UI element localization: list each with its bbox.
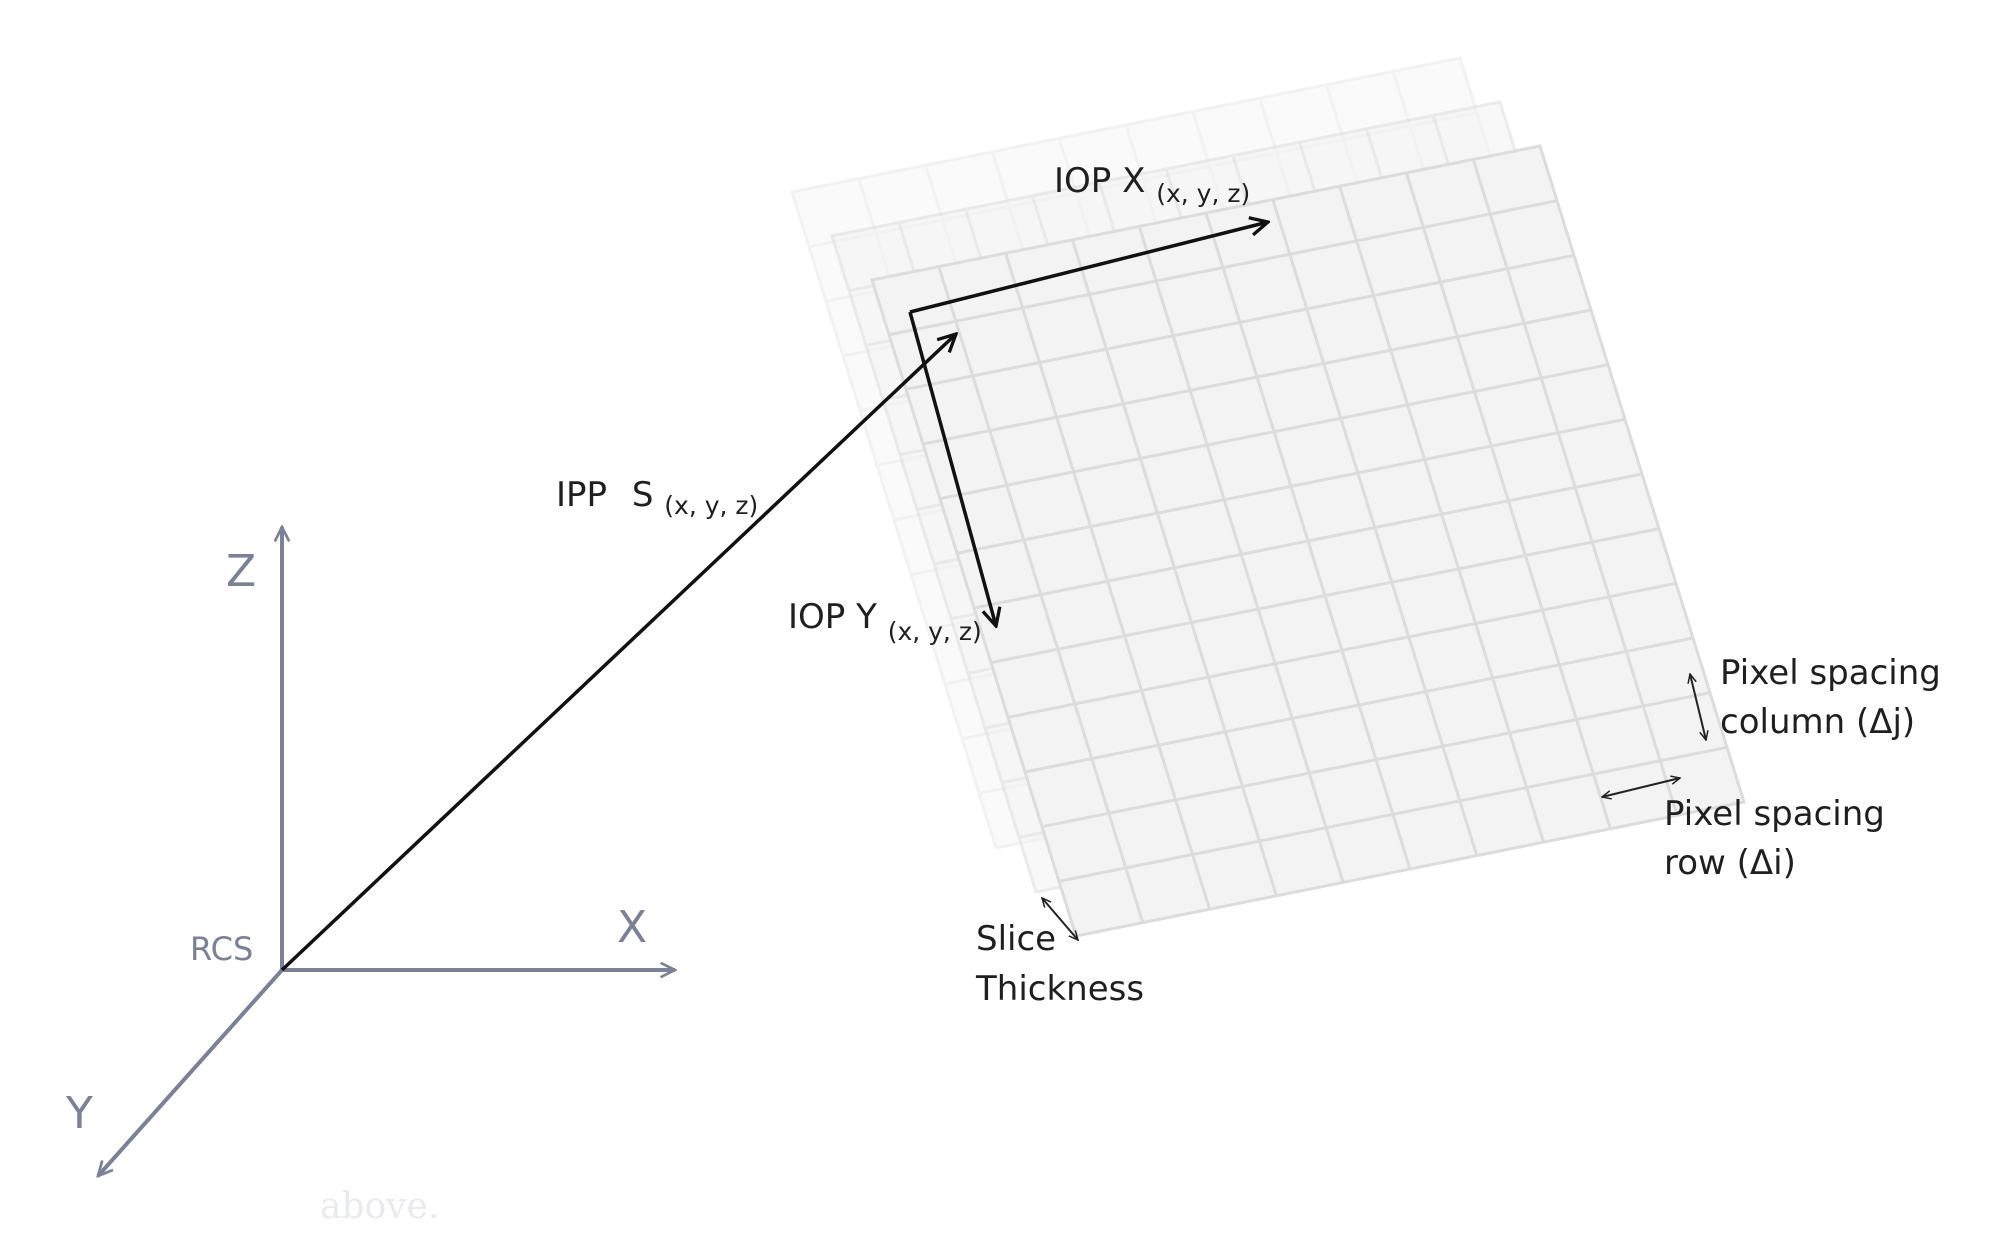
iop-x-label: IOP X (x, y, z) (1054, 161, 1250, 208)
footer-fragment: above. (320, 1186, 439, 1227)
pixel-spacing-row-line2: row (Δi) (1664, 843, 1796, 883)
grid-row-line (990, 527, 1660, 665)
iop-x-subscript: (x, y, z) (1156, 179, 1250, 208)
iop-y-arrow (908, 311, 996, 626)
pixel-spacing-row-line1: Pixel spacing (1664, 794, 1885, 834)
iop-x-vector: IOP X (x, y, z) (909, 161, 1268, 314)
slice-thickness-annotation: Slice Thickness (975, 898, 1144, 1009)
grid-row-line (1058, 745, 1728, 883)
iop-y-subscript: (x, y, z) (888, 617, 982, 646)
ipp-label: IPP S (x, y, z) (556, 475, 758, 520)
pixel-spacing-column-arrow (1690, 674, 1706, 740)
pixel-spacing-column-line1: Pixel spacing (1720, 653, 1941, 693)
slice-thickness-arrow (1042, 898, 1078, 940)
pixel-spacing-row-arrow (1602, 778, 1680, 797)
grid-row-line (922, 308, 1592, 446)
iop-y-vector: IOP Y (x, y, z) (788, 311, 996, 646)
ipp-subscript: (x, y, z) (664, 491, 758, 520)
ipp-symbol: S (632, 475, 654, 515)
grid-row-line (1007, 581, 1677, 719)
z-axis-label: Z (226, 546, 256, 597)
iop-x-arrow (909, 222, 1268, 314)
x-axis-label: X (617, 902, 647, 953)
iop-x-label-text: IOP X (1054, 161, 1145, 201)
pixel-spacing-column-annotation: Pixel spacing column (Δj) (1690, 653, 1952, 742)
grid-row-line (1024, 636, 1694, 774)
image-slice-1 (870, 144, 1746, 938)
ipp-arrow (280, 334, 956, 972)
grid-row-line (1041, 691, 1711, 829)
origin-label: RCS (190, 930, 253, 968)
slice-thickness-line2: Thickness (975, 969, 1144, 1009)
grid-row-line (905, 253, 1575, 391)
slice-thickness-label: Slice Thickness (975, 919, 1144, 1009)
ipp-label-text: IPP (556, 475, 607, 515)
grid-row-line (956, 417, 1626, 555)
pixel-spacing-row-annotation: Pixel spacing row (Δi) (1602, 778, 1896, 883)
y-axis-label: Y (65, 1088, 93, 1139)
grid-row-line (973, 472, 1643, 610)
rcs-axes: Z X Y RCS (65, 527, 675, 1176)
pixel-spacing-column-line2: column (Δj) (1720, 702, 1915, 742)
ipp-vector: IPP S (x, y, z) (280, 334, 956, 972)
iop-y-label-text: IOP Y (788, 597, 877, 637)
y-axis (98, 968, 284, 1176)
grid-row-line (888, 199, 1558, 337)
grid-row-line (939, 363, 1609, 501)
pixel-spacing-row-label: Pixel spacing row (Δi) (1664, 794, 1896, 883)
image-slices (790, 56, 1746, 938)
iop-y-label: IOP Y (x, y, z) (788, 597, 982, 646)
slice-thickness-line1: Slice (976, 919, 1056, 959)
pixel-spacing-column-label: Pixel spacing column (Δj) (1720, 653, 1952, 742)
